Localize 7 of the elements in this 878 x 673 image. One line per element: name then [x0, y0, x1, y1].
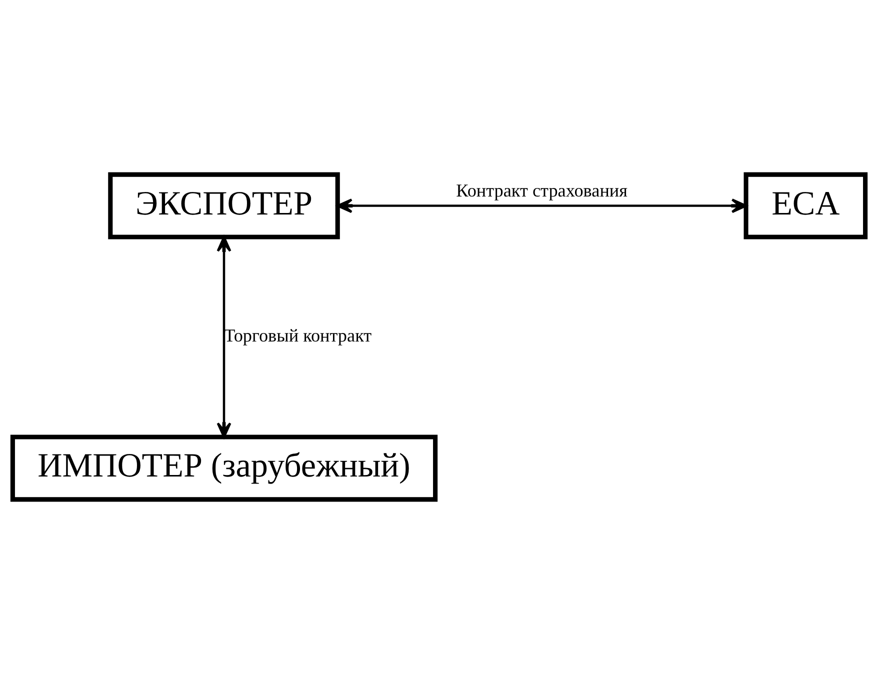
- edge-label: Контракт страхования: [456, 180, 628, 200]
- edge-label: Торговый контракт: [224, 324, 372, 345]
- node-box: ECA: [744, 172, 868, 239]
- node-box: ИМПОТЕР (зарубежный): [10, 434, 438, 502]
- arrow: [336, 198, 748, 213]
- node-box: ЭКСПОТЕР: [108, 172, 340, 239]
- arrow: [216, 236, 232, 438]
